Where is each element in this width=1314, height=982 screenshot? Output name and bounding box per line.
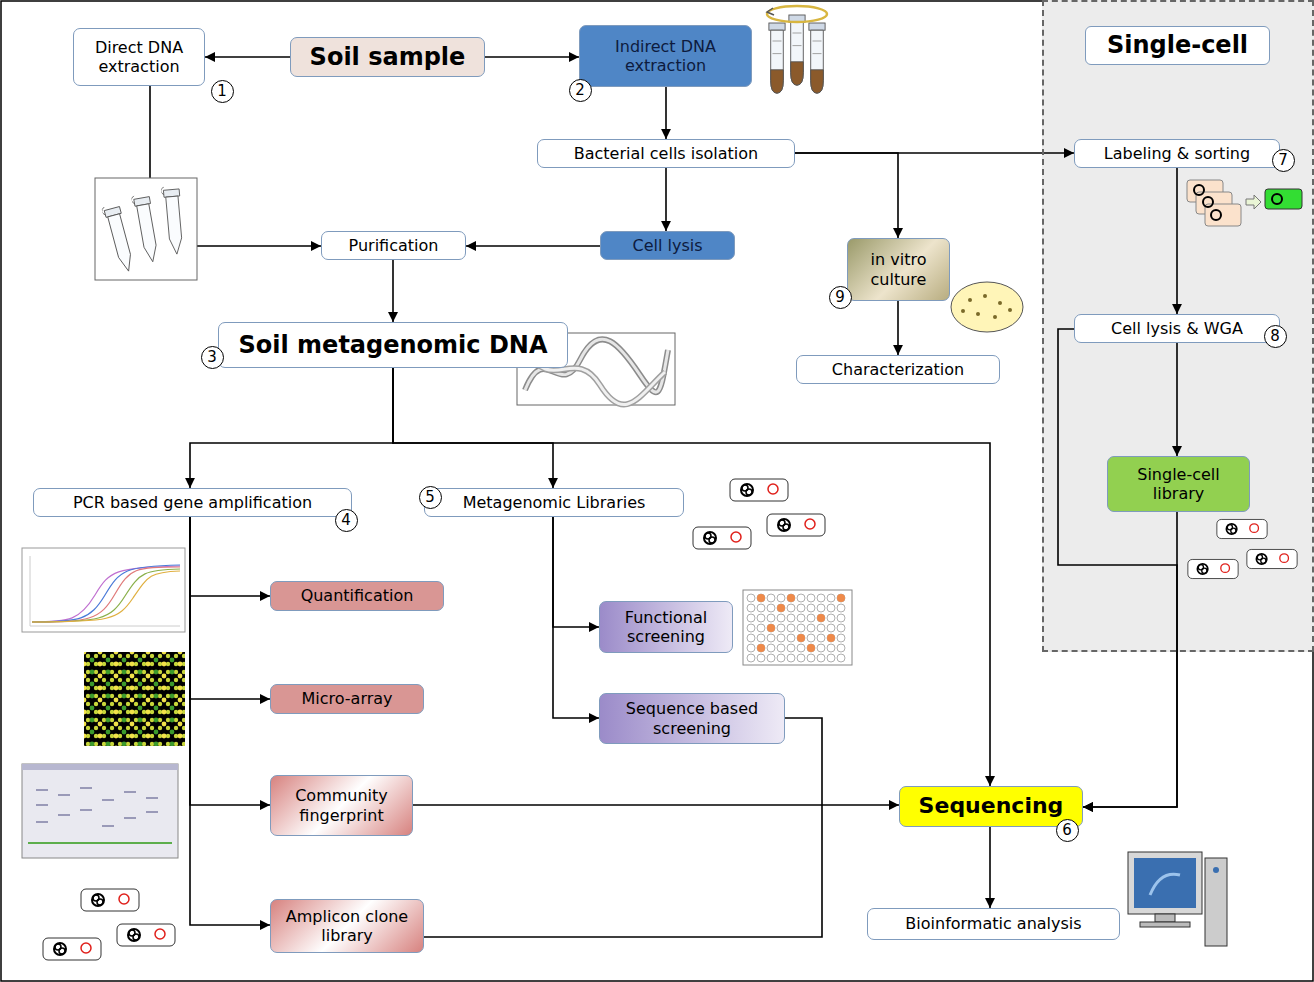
process-box: Characterization bbox=[796, 355, 1000, 384]
box-label: Direct DNA extraction bbox=[80, 38, 198, 76]
box-label: Micro-array bbox=[301, 689, 392, 708]
connector bbox=[553, 517, 599, 718]
process-box: Metagenomic Libraries bbox=[424, 488, 684, 517]
box-label: Indirect DNA extraction bbox=[586, 37, 745, 75]
callout-number: 3 bbox=[201, 346, 224, 369]
region-heading: Single-cell bbox=[1085, 26, 1270, 65]
connector bbox=[413, 804, 899, 806]
connector bbox=[190, 517, 270, 925]
box-label: Sequencing bbox=[919, 793, 1064, 819]
box-label: Bacterial cells isolation bbox=[574, 144, 758, 163]
process-box: Amplicon clone library bbox=[270, 899, 424, 953]
connector bbox=[1083, 512, 1177, 807]
callout-number: 4 bbox=[335, 509, 358, 532]
process-box: Direct DNA extraction bbox=[73, 28, 205, 86]
process-box: Sequencing bbox=[899, 786, 1083, 827]
box-label: Single-cell library bbox=[1114, 465, 1243, 503]
connector bbox=[393, 368, 990, 786]
callout-number: 8 bbox=[1264, 325, 1287, 348]
process-box: Purification bbox=[321, 231, 466, 260]
connector bbox=[1176, 343, 1178, 456]
callout-number: 6 bbox=[1056, 819, 1079, 842]
box-label: Soil metagenomic DNA bbox=[239, 331, 548, 360]
process-box: Soil sample bbox=[290, 37, 485, 77]
tube-icon bbox=[95, 178, 197, 280]
connector bbox=[665, 87, 667, 139]
qpcr-chart bbox=[22, 548, 185, 632]
box-label: Characterization bbox=[832, 360, 964, 379]
box-label: Cell lysis & WGA bbox=[1111, 319, 1243, 338]
connector bbox=[485, 56, 579, 58]
process-box: Cell lysis bbox=[600, 231, 735, 260]
tube-icon bbox=[762, 5, 830, 101]
process-box: Cell lysis & WGA bbox=[1074, 314, 1280, 343]
connector bbox=[1058, 329, 1177, 807]
box-label: Soil sample bbox=[310, 43, 466, 72]
connector bbox=[466, 245, 600, 247]
process-box: Community fingerprint bbox=[270, 775, 413, 836]
connector bbox=[392, 260, 394, 322]
microarray-picture bbox=[84, 652, 185, 746]
process-box: Soil metagenomic DNA bbox=[218, 322, 568, 368]
callout-number: 7 bbox=[1272, 149, 1295, 172]
process-box: Bioinformatic analysis bbox=[867, 908, 1120, 940]
process-box: in vitro culture bbox=[847, 238, 950, 301]
box-label: Labeling & sorting bbox=[1104, 144, 1250, 163]
well-plate bbox=[743, 590, 852, 665]
box-label: Metagenomic Libraries bbox=[463, 493, 646, 512]
callout-number: 9 bbox=[829, 286, 852, 309]
box-label: Bioinformatic analysis bbox=[905, 914, 1081, 933]
computer-icon bbox=[1125, 848, 1229, 950]
connector bbox=[190, 517, 270, 596]
callout-number: 5 bbox=[419, 486, 442, 509]
connector bbox=[424, 718, 822, 937]
process-box: Labeling & sorting bbox=[1074, 139, 1280, 168]
box-label: in vitro culture bbox=[854, 250, 943, 288]
connector bbox=[553, 517, 599, 627]
box-label: Community fingerprint bbox=[277, 786, 406, 824]
clone-icon bbox=[43, 479, 1297, 960]
callout-number: 1 bbox=[211, 80, 234, 103]
box-label: Amplicon clone library bbox=[277, 907, 417, 945]
process-box: PCR based gene amplification bbox=[33, 488, 352, 517]
process-box: Single-cell library bbox=[1107, 456, 1250, 512]
box-label: Purification bbox=[349, 236, 439, 255]
process-box: Bacterial cells isolation bbox=[537, 139, 795, 168]
connector bbox=[190, 368, 393, 488]
connector bbox=[190, 517, 270, 699]
process-box: Sequence based screening bbox=[599, 693, 785, 744]
connector bbox=[205, 56, 290, 58]
petri-dish bbox=[951, 282, 1023, 332]
callout-number: 2 bbox=[569, 79, 592, 102]
box-label: Quantification bbox=[301, 586, 414, 605]
box-label: PCR based gene amplification bbox=[73, 493, 312, 512]
connector bbox=[1176, 168, 1178, 314]
process-box: Micro-array bbox=[270, 684, 424, 714]
connector bbox=[897, 301, 899, 355]
single-cell-ground bbox=[1042, 0, 1314, 652]
box-label: Cell lysis bbox=[632, 236, 702, 255]
connector bbox=[795, 153, 898, 238]
connector bbox=[190, 517, 270, 805]
process-box: Indirect DNA extraction bbox=[579, 25, 752, 87]
connector bbox=[989, 827, 991, 908]
box-label: Functional screening bbox=[606, 608, 726, 646]
connector bbox=[665, 168, 667, 231]
box-label: Sequence based screening bbox=[606, 699, 778, 737]
sorting-icon bbox=[1187, 180, 1302, 226]
gel-picture bbox=[22, 764, 178, 858]
process-box: Functional screening bbox=[599, 601, 733, 653]
process-box: Quantification bbox=[270, 581, 444, 610]
